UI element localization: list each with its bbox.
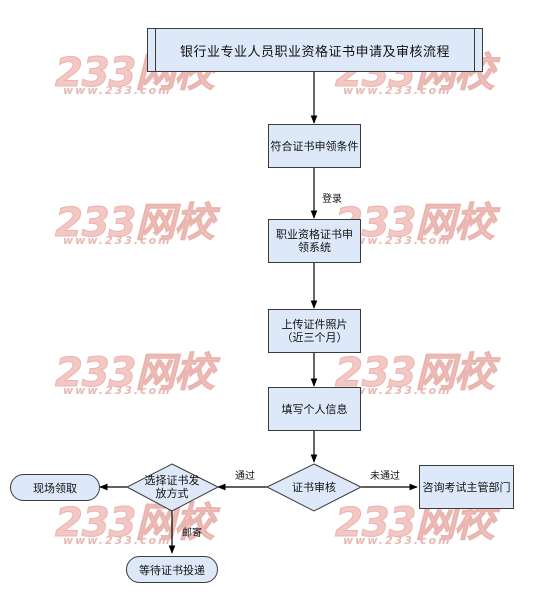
edge-label-pass: 通过	[235, 471, 255, 482]
terminal-wait-delivery-text: 等待证书投递	[139, 563, 205, 577]
step-consult-dept-text: 咨询考试主管部门	[422, 480, 511, 494]
terminal-wait-delivery: 等待证书投递	[126, 556, 218, 583]
flow-title-text: 银行业专业人员职业资格证书申请及审核流程	[179, 44, 450, 60]
step-system: 职业资格证书申领系统	[268, 219, 361, 263]
step-consult-dept: 咨询考试主管部门	[419, 465, 514, 509]
title-bar-right	[474, 29, 475, 71]
step-system-text: 职业资格证书申领系统	[276, 228, 353, 254]
decision-delivery-label: 选择证书发放方式	[144, 474, 200, 500]
choose-diamond	[125, 463, 220, 512]
review-diamond	[265, 463, 363, 512]
edge-label-mail: 邮寄	[182, 528, 202, 539]
title-bar-left	[155, 29, 156, 71]
step-upload-photo: 上传证件照片 （近三个月）	[268, 309, 361, 353]
step-upload-photo-line1: 上传证件照片	[281, 318, 348, 331]
flow-title: 银行业专业人员职业资格证书申请及审核流程	[147, 28, 483, 72]
edge-label-fail: 未通过	[370, 471, 400, 482]
decision-review-label: 证书审核	[292, 480, 336, 494]
step-eligibility-text: 符合证书申领条件	[270, 139, 359, 153]
step-upload-photo-line2: （近三个月）	[281, 331, 348, 344]
step-personal-info: 填写个人信息	[268, 387, 361, 431]
step-personal-info-text: 填写个人信息	[281, 402, 348, 416]
step-eligibility: 符合证书申领条件	[268, 124, 361, 168]
terminal-onsite-pickup: 现场领取	[10, 474, 100, 501]
edge-label-login: 登录	[322, 194, 342, 205]
terminal-onsite-pickup-text: 现场领取	[33, 481, 77, 495]
